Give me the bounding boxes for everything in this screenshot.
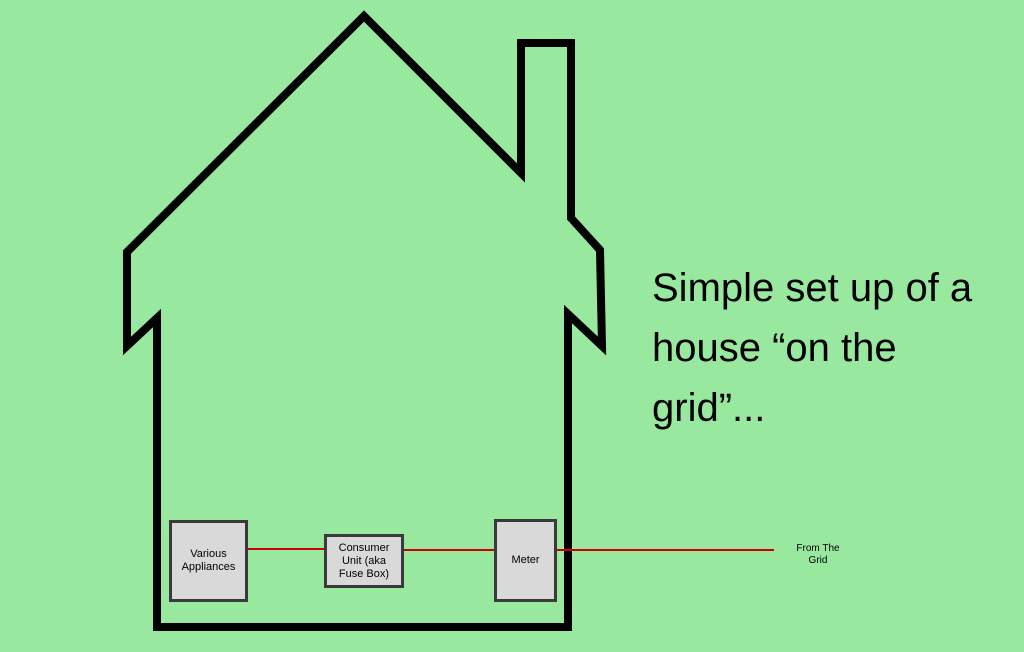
from-the-grid-label: From The Grid	[796, 543, 840, 566]
diagram-caption: Simple set up of a house “on the grid”..…	[652, 266, 973, 430]
consumer-unit-box: Consumer Unit (aka Fuse Box)	[324, 534, 404, 588]
various-appliances-box: Various Appliances	[169, 520, 248, 602]
house-outline	[123, 10, 607, 631]
meter-box: Meter	[494, 519, 557, 602]
